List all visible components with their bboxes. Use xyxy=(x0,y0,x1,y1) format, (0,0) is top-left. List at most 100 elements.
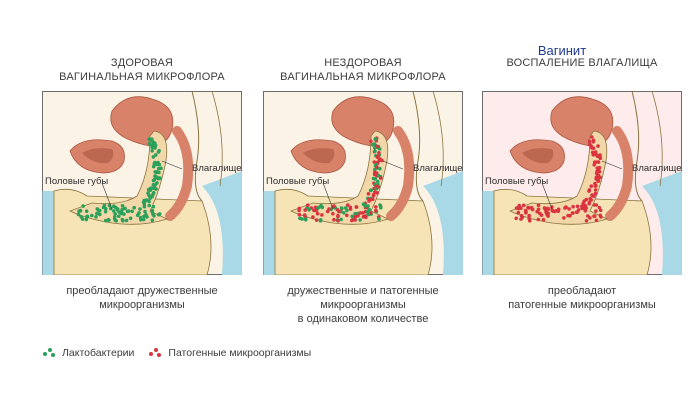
anatomy-illustration xyxy=(263,91,463,275)
pathogen-dot xyxy=(571,204,575,209)
back-outline xyxy=(631,91,643,202)
lactobacteria-dot xyxy=(153,170,157,174)
panel-caption: преобладают дружественные микроорганизмы xyxy=(22,284,262,312)
lactobacteria-dot xyxy=(143,209,147,214)
pathogen-dot xyxy=(375,165,379,170)
pathogen-dot xyxy=(536,207,541,212)
lactobacteria-dot xyxy=(343,206,348,210)
pathogen-dot xyxy=(587,189,591,193)
lactobacteria-dot xyxy=(156,212,161,217)
thigh-shape xyxy=(482,191,495,275)
pathogen-dot xyxy=(536,203,541,208)
lactobacteria-dot xyxy=(378,203,382,207)
lactobacteria-dot xyxy=(373,146,377,150)
caption-line1: преобладают дружественные xyxy=(66,285,218,297)
pathogen-dot xyxy=(598,208,603,213)
lactobacteria-dot xyxy=(141,217,146,222)
label-vagina: Влагалище xyxy=(632,163,682,174)
lactobacteria-dot xyxy=(79,215,83,219)
lactobacteria-dot xyxy=(85,214,90,219)
pathogen-dot xyxy=(367,199,371,203)
green-dots-icon xyxy=(42,347,56,359)
caption-line3: в одинаковом количестве xyxy=(297,313,429,325)
panel-title: ЗДОРОВАЯ ВАГИНАЛЬНАЯ МИКРОФЛОРА xyxy=(22,56,262,84)
rectum-shape xyxy=(386,126,415,221)
pathogen-dot xyxy=(568,214,572,218)
panel-title-line2: ВАГИНАЛЬНАЯ МИКРОФЛОРА xyxy=(59,71,225,83)
lactobacteria-dot xyxy=(154,153,158,157)
pathogen-dot xyxy=(315,211,320,216)
vagina-pointer xyxy=(161,160,183,170)
pathogen-dot xyxy=(336,218,340,223)
pathogen-dot xyxy=(592,163,596,167)
anatomy-svg xyxy=(42,91,242,275)
pathogen-dot xyxy=(542,206,547,210)
panel-unhealthy: НЕЗДОРОВАЯ ВАГИНАЛЬНАЯ МИКРОФЛОРА Половы… xyxy=(263,0,463,330)
rectum-shape xyxy=(165,126,194,221)
lactobacteria-dot xyxy=(157,170,161,175)
lactobacteria-dot xyxy=(106,218,111,222)
pathogen-dot xyxy=(297,212,302,217)
vagina-pointer xyxy=(601,160,623,170)
bladder-inner xyxy=(522,148,554,164)
pathogen-dot xyxy=(589,184,594,188)
lactobacteria-dot xyxy=(376,173,381,178)
pathogen-dot xyxy=(583,209,588,213)
lactobacteria-dot xyxy=(119,211,124,216)
lactobacteria-dot xyxy=(316,205,321,210)
lactobacteria-dot xyxy=(81,204,85,208)
lactobacteria-dot xyxy=(144,213,148,217)
lactobacteria-dot xyxy=(150,218,155,222)
pathogen-dot xyxy=(302,213,307,217)
lactobacteria-dot xyxy=(132,205,136,210)
labia-pointer xyxy=(541,182,553,210)
pathogen-dot xyxy=(536,217,541,222)
lactobacteria-dot xyxy=(150,208,155,213)
lactobacteria-dot xyxy=(300,217,304,221)
lactobacteria-dot xyxy=(377,217,381,221)
pathogen-dot xyxy=(575,210,580,214)
pathogen-dot xyxy=(562,216,566,220)
pathogen-dot xyxy=(594,203,599,207)
pathogen-dot xyxy=(595,154,600,158)
pathogen-dot xyxy=(546,207,551,211)
lactobacteria-dot xyxy=(153,146,157,150)
panel-healthy: ЗДОРОВАЯ ВАГИНАЛЬНАЯ МИКРОФЛОРА Половые … xyxy=(42,0,242,330)
panel-title-line1: ЗДОРОВАЯ xyxy=(110,57,174,69)
vagina-pointer xyxy=(382,160,404,170)
pathogen-dot xyxy=(377,151,381,155)
pathogen-dot xyxy=(371,192,376,197)
panel-title: ВОСПАЛЕНИЕ ВЛАГАЛИЩА xyxy=(462,56,700,70)
lactobacteria-dot xyxy=(78,208,83,213)
pathogen-dot xyxy=(358,211,363,215)
legend-label: Патогенные микроорганизмы xyxy=(168,347,312,359)
pathogen-dot xyxy=(598,213,602,218)
pathogen-dot xyxy=(516,206,521,211)
lactobacteria-dot xyxy=(150,194,154,199)
pathogen-dot xyxy=(378,176,383,180)
lactobacteria-dot xyxy=(139,218,143,222)
lactobacteria-dot xyxy=(307,207,311,211)
lactobacteria-dot xyxy=(117,214,121,218)
pathogen-dot xyxy=(526,205,530,210)
pathogen-dot xyxy=(541,217,546,222)
pathogen-dot xyxy=(575,204,580,209)
pathogen-dot xyxy=(361,211,365,215)
labia-pointer xyxy=(322,182,334,210)
lactobacteria-dot xyxy=(130,209,134,214)
pathogen-dot xyxy=(538,211,542,216)
lactobacteria-dot xyxy=(147,199,151,204)
pathogen-dot xyxy=(380,158,384,163)
lactobacteria-dot xyxy=(157,149,161,153)
lactobacteria-dot xyxy=(366,210,370,214)
pathogen-dot xyxy=(544,211,549,216)
panel-caption: преобладают патогенные микроорганизмы xyxy=(462,284,700,312)
pathogen-dot xyxy=(524,209,528,214)
lactobacteria-dot xyxy=(350,214,354,219)
pathogen-dot xyxy=(596,144,600,148)
pathogen-dot xyxy=(593,150,598,154)
pathogen-dot xyxy=(591,138,596,143)
lactobacteria-dot xyxy=(120,204,125,208)
label-labia: Половые губы xyxy=(485,176,549,187)
pathogen-dot xyxy=(591,152,596,157)
